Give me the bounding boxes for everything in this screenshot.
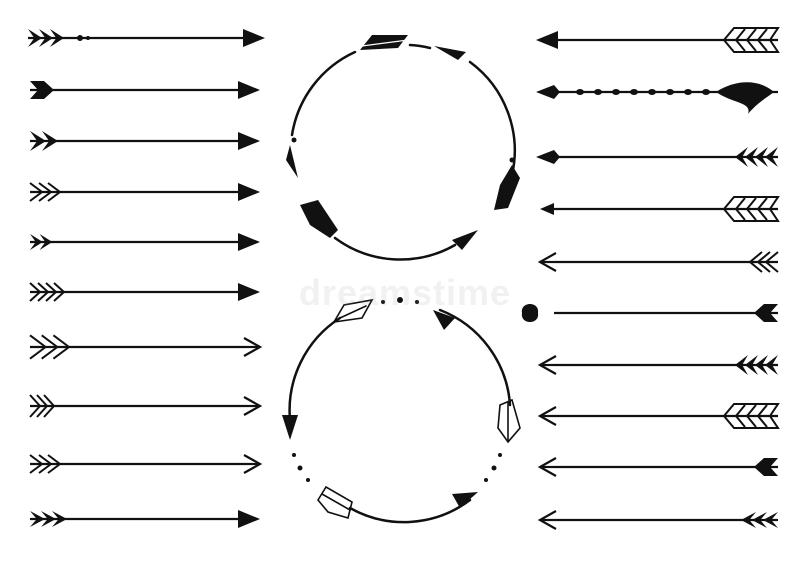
feathered-arrow-5 xyxy=(30,233,260,251)
arrowhead-icon xyxy=(238,81,260,99)
arrowhead-icon xyxy=(238,183,260,201)
fletching-icon xyxy=(29,394,56,418)
dot-icon xyxy=(484,478,488,482)
arrowhead-icon xyxy=(536,85,560,99)
arrowhead-icon xyxy=(433,310,455,330)
arrowhead-icon xyxy=(238,510,260,528)
feathered-arrow-13 xyxy=(536,147,778,167)
fletching-icon xyxy=(716,82,774,114)
arrow-circle-frame-bottom xyxy=(282,297,521,524)
feathered-arrow-20 xyxy=(537,510,778,530)
circle-arc-bottom xyxy=(333,236,457,261)
feathered-arrow-14 xyxy=(540,196,780,222)
feather-icon xyxy=(494,165,520,210)
arrowhead-icon xyxy=(536,31,558,49)
feathered-arrow-1 xyxy=(28,29,265,47)
arrowhead-icon xyxy=(238,132,260,150)
fletching-icon xyxy=(754,304,778,322)
fletching-icon xyxy=(748,251,779,273)
feathered-arrow-12 xyxy=(536,82,778,114)
fletching-icon xyxy=(29,334,71,360)
dot-icon xyxy=(291,137,297,143)
fletching-icon xyxy=(30,511,67,527)
fletching-icon xyxy=(754,458,778,476)
arrow-circle-frame-top xyxy=(286,35,520,261)
feather-icon xyxy=(332,298,374,324)
dot-icon xyxy=(509,157,515,163)
dot-icon xyxy=(297,465,303,471)
arrowhead-icon xyxy=(540,203,554,215)
feathered-arrow-3 xyxy=(30,131,260,151)
left-arrow-column xyxy=(28,29,265,528)
arrowhead-icon xyxy=(536,150,560,164)
arrowhead-icon xyxy=(243,454,263,474)
fletching-icon xyxy=(30,234,53,250)
fletching-icon xyxy=(722,27,780,53)
feather-icon xyxy=(317,485,353,520)
fletching-icon xyxy=(28,29,90,47)
fletching-icon xyxy=(30,81,54,99)
fletching-icon xyxy=(735,147,778,167)
arrowhead-icon xyxy=(537,510,557,530)
dot-icon xyxy=(381,300,385,304)
spear-icon xyxy=(286,145,298,178)
feathered-arrow-4 xyxy=(29,182,260,202)
arrowhead-icon xyxy=(537,406,557,426)
feathered-arrow-7 xyxy=(29,334,263,360)
arrowhead-icon xyxy=(537,457,557,477)
dot-icon xyxy=(491,465,497,471)
dot-icon xyxy=(292,453,296,457)
feathered-arrow-15 xyxy=(537,251,779,273)
feathered-arrow-17 xyxy=(537,355,778,375)
feather-icon xyxy=(360,35,409,50)
feathered-arrow-11 xyxy=(536,27,780,53)
feathered-arrow-18 xyxy=(537,403,780,429)
circle-arc-right xyxy=(468,60,516,177)
dot-icon xyxy=(306,478,310,482)
arrowhead-icon xyxy=(537,252,557,272)
feathered-arrow-8 xyxy=(29,394,263,418)
arrowhead-icon xyxy=(452,492,478,508)
dot-icon xyxy=(498,453,502,457)
circle-arc-right xyxy=(438,308,512,407)
circle-arc-left xyxy=(288,316,342,422)
feathered-arrow-10 xyxy=(30,510,260,528)
circle-arc-bottom xyxy=(348,498,472,524)
spear-icon xyxy=(434,46,466,60)
feathered-arrow-9 xyxy=(29,454,263,474)
arrowhead-icon xyxy=(238,283,260,301)
feathered-arrow-19 xyxy=(537,457,778,477)
arrowhead-icon xyxy=(238,233,260,251)
arrowhead-icon xyxy=(282,415,298,440)
feather-icon xyxy=(300,200,338,238)
feathered-arrow-2 xyxy=(30,81,260,99)
dot-icon xyxy=(415,300,419,304)
feather-icon xyxy=(497,398,521,444)
fletching-icon xyxy=(29,182,62,202)
fletching-icon xyxy=(29,454,62,474)
shaft-beads xyxy=(576,89,710,95)
arrowhead-icon xyxy=(243,396,263,416)
arrowhead-icon xyxy=(243,29,265,47)
circle-arc-top xyxy=(408,43,432,50)
arrowhead-icon xyxy=(537,355,557,375)
feathered-arrow-16 xyxy=(521,304,778,322)
right-arrow-column xyxy=(521,27,780,530)
dot-icon xyxy=(397,297,403,303)
circle-arc-left xyxy=(290,50,357,137)
arrowhead-icon xyxy=(243,337,263,357)
fletching-icon xyxy=(722,403,780,429)
fletching-icon xyxy=(722,196,780,222)
fletching-icon xyxy=(735,355,778,375)
fletching-icon xyxy=(29,282,66,302)
arrowhead-icon xyxy=(452,230,478,250)
feathered-arrow-6 xyxy=(29,282,260,302)
fletching-icon xyxy=(741,512,778,528)
arrowhead-icon xyxy=(521,304,539,322)
fletching-icon xyxy=(30,131,58,151)
